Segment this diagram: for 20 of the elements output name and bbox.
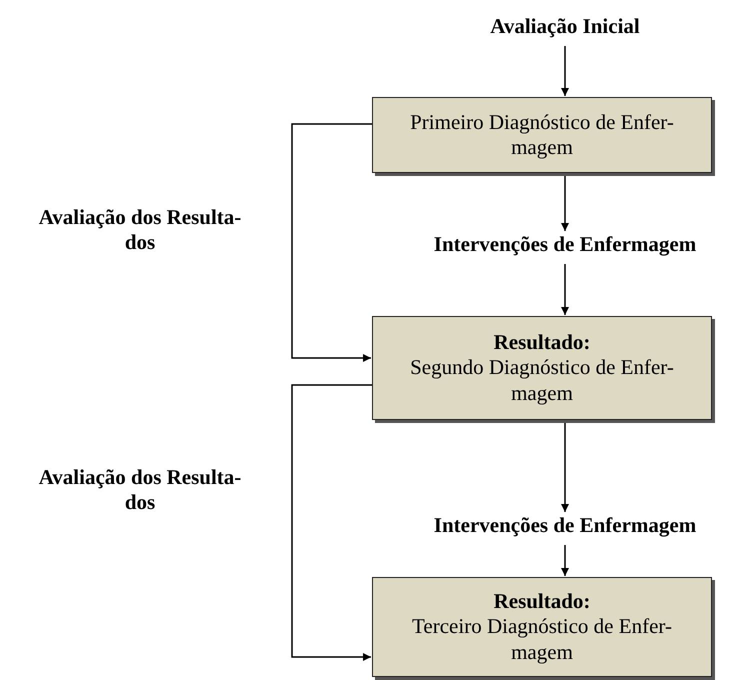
box-heading: Resultado: xyxy=(492,330,592,356)
arrow xyxy=(561,545,569,576)
edge-label: Avaliação dos Resulta- dos xyxy=(38,205,242,256)
process-box xyxy=(372,97,712,173)
box-text: Primeiro Diagnóstico de Enfer- magem xyxy=(409,110,675,160)
arrow xyxy=(561,46,569,96)
arrow xyxy=(561,264,569,315)
arrow xyxy=(561,174,569,231)
box-heading: Resultado: xyxy=(492,589,592,614)
step-label: Avaliação Inicial xyxy=(460,14,670,44)
box-text: Segundo Diagnóstico de Enfer- magem xyxy=(409,355,675,406)
arrow xyxy=(291,123,372,362)
arrow xyxy=(561,421,569,512)
process-box xyxy=(372,316,712,420)
process-box xyxy=(372,577,712,677)
arrow xyxy=(291,384,372,661)
box-text: Terceiro Diagnóstico de Enfer- magem xyxy=(411,614,673,665)
step-label: Intervenções de Enfermagem xyxy=(420,232,710,262)
step-label: Intervenções de Enfermagem xyxy=(420,513,710,543)
edge-label: Avaliação dos Resulta- dos xyxy=(38,465,242,516)
